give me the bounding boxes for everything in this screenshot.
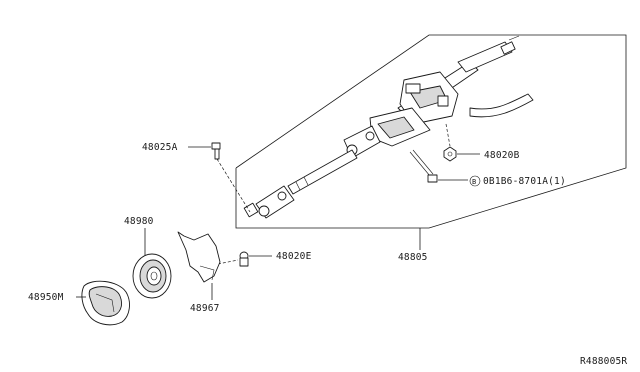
clip-48020E xyxy=(217,251,272,267)
wheel-hub-48980 xyxy=(132,228,172,299)
label-48980: 48980 xyxy=(124,216,154,227)
label-48967: 48967 xyxy=(190,303,220,314)
cover-48967 xyxy=(177,231,221,300)
label-48020E: 48020E xyxy=(276,251,312,262)
bolt-spec-symbol: B xyxy=(472,178,476,186)
assembly-outline xyxy=(235,34,627,229)
bolt-0B1B6 xyxy=(409,149,481,187)
label-48025A: 48025A xyxy=(142,142,178,153)
bolt-48025A xyxy=(188,142,251,213)
cover-cap-48950M xyxy=(76,280,130,326)
label-48950M: 48950M xyxy=(28,292,64,303)
label-bolt-spec: 0B1B6-8701A(1) xyxy=(483,176,566,187)
diagram-reference-code: R488005R xyxy=(580,356,627,367)
nut-48020B xyxy=(443,123,480,162)
label-48020B: 48020B xyxy=(484,150,520,161)
steering-column-assembly xyxy=(243,35,534,219)
label-48805: 48805 xyxy=(398,252,428,263)
